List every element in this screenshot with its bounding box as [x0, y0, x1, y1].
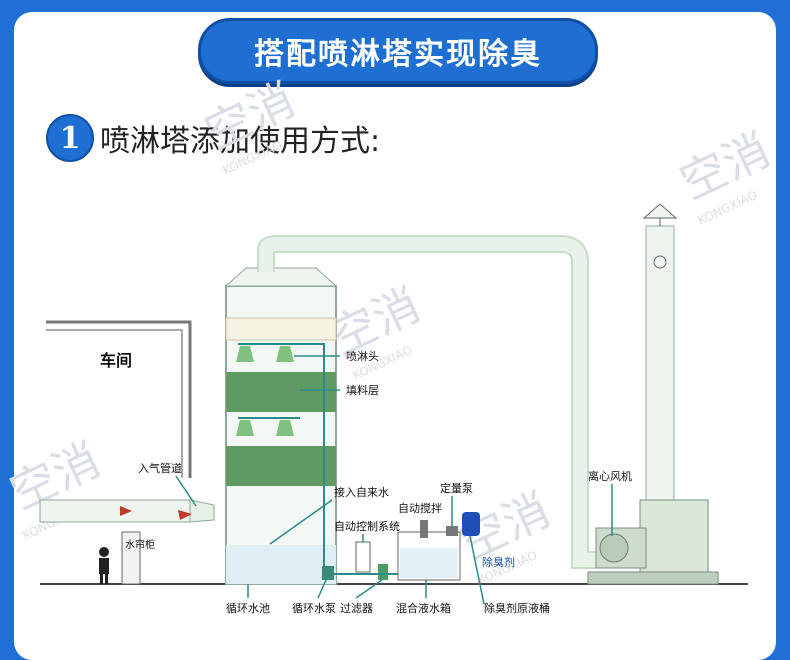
fan-label: 离心风机 — [588, 469, 632, 483]
deodorant-bucket-icon — [462, 512, 480, 536]
dosing-pump-icon — [446, 526, 458, 536]
water-pool — [226, 545, 336, 584]
chimney-valve-icon — [653, 255, 667, 269]
air-arrow-icon — [120, 506, 132, 516]
packing-layer-upper — [226, 372, 336, 412]
mix-tank-label: 混合液水箱 — [396, 601, 451, 615]
leader-line — [175, 475, 197, 507]
tower-top — [224, 267, 338, 287]
auto-mixer-label: 自动搅拌 — [398, 501, 442, 515]
circulation-pump-icon — [322, 566, 334, 580]
curtain-cabinet-label: 水帘柜 — [125, 538, 155, 551]
circ-pump-label: 循环水泵 — [292, 602, 336, 615]
workshop-label: 车间 — [100, 351, 132, 370]
step-heading: 喷淋塔添加使用方式: — [100, 124, 381, 159]
deodorant-bucket-label: 除臭剂原液桶 — [484, 601, 550, 615]
leader-line — [355, 579, 383, 599]
page-title: 搭配喷淋塔实现除臭 — [198, 18, 598, 84]
fan-impeller-icon — [599, 533, 629, 563]
control-cabinet — [355, 541, 371, 573]
air-arrow-icon — [178, 510, 192, 520]
workshop-wall-inner — [46, 329, 183, 478]
leader-line — [269, 499, 333, 545]
deodorant-label: 除臭剂 — [482, 555, 515, 569]
chimney — [645, 225, 675, 503]
tap-water-label: 接入自来水 — [334, 486, 389, 499]
spray-nozzle-icon — [236, 343, 300, 436]
fan-base — [587, 571, 719, 585]
packing-label: 填料层 — [346, 383, 379, 397]
nozzle-label: 喷淋头 — [346, 350, 379, 363]
demister-layer — [225, 317, 337, 341]
worker-icon — [99, 547, 109, 584]
circ-pool-label: 循环水池 — [226, 602, 270, 615]
mixer-motor-icon — [420, 520, 428, 538]
step-number-badge: 1 — [46, 114, 94, 162]
watermark-text: 空消 — [672, 122, 778, 210]
control-system-label: 自动控制系统 — [334, 519, 400, 533]
fan-housing — [639, 499, 709, 579]
leader-line — [469, 535, 485, 605]
dosing-pump-label: 定量泵 — [440, 481, 473, 495]
leader-line — [317, 579, 327, 599]
inlet-pipe-label: 入气管道 — [138, 461, 182, 475]
circulation-pipe — [300, 343, 325, 574]
chimney-cap — [642, 203, 678, 219]
exhaust-duct-inner — [259, 237, 596, 567]
watermark-text: 空消 — [197, 72, 303, 160]
curtain-cabinet — [121, 531, 141, 585]
mix-tank-liquid — [400, 548, 458, 578]
workshop-wall — [46, 320, 192, 478]
filter-icon — [378, 564, 388, 580]
inlet-pipe — [39, 499, 191, 523]
packing-layer-lower — [226, 446, 336, 486]
filter-label: 过滤器 — [340, 602, 373, 615]
